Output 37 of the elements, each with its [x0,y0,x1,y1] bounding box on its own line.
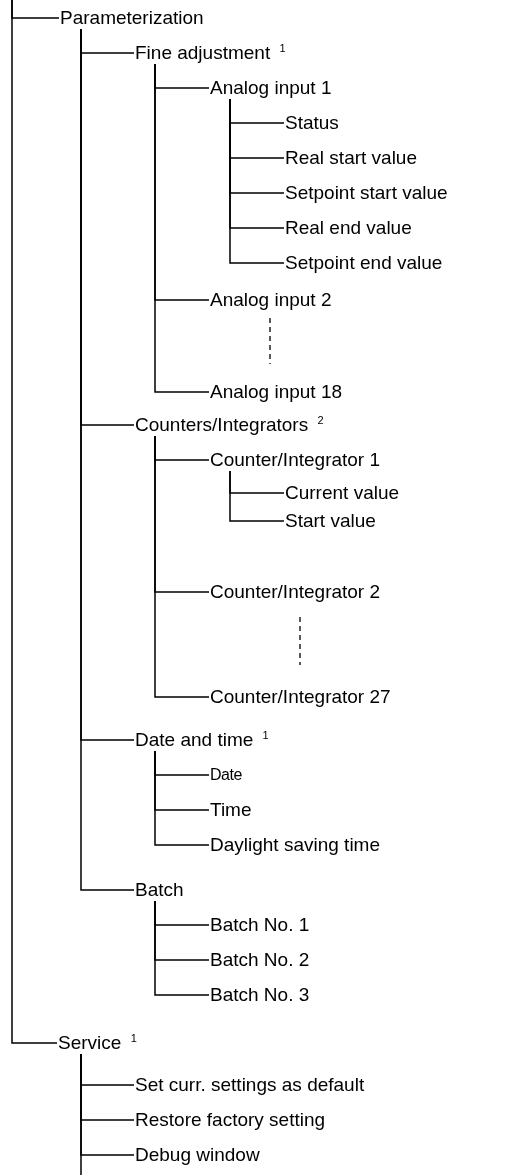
menu-item: Analog input 18 [210,381,343,403]
tree-connector [154,900,210,996]
menu-item: Restore factory setting [135,1109,326,1131]
tree-connector [11,0,58,1044]
menu-item: Start value [285,510,376,532]
tree-connector [154,750,210,846]
menu-item: Counters/Integrators $^{2}$ [135,414,324,436]
menu-item: Debug window [135,1144,260,1166]
tree-connector [154,435,210,698]
menu-item: Date and time $^{1}$ [135,729,269,751]
tree-connector [229,98,285,264]
menu-item: Time [210,799,252,821]
menu-item: Counter/Integrator 27 [210,686,391,708]
menu-item: Batch No. 2 [210,949,310,971]
menu-item: Real end value [285,217,412,239]
menu-item: Analog input 2 [210,289,332,311]
menu-item: Counter/Integrator 2 [210,581,381,603]
menu-item: Counter/Integrator 1 [210,449,381,471]
menu-item: Fine adjustment $^{1}$ [135,42,286,64]
menu-item: Service $^{1}$ [58,1032,137,1054]
tree-connector [154,63,210,393]
menu-item: Set curr. settings as default [135,1074,365,1096]
menu-item: Batch No. 3 [210,984,310,1006]
menu-item: Status [285,112,339,134]
tree-connector [80,28,135,891]
tree-connector [80,1053,82,1175]
menu-item: Real start value [285,147,417,169]
menu-item: Setpoint end value [285,252,443,274]
menu-item: Current value [285,482,400,504]
menu-item: Date [210,764,242,786]
menu-item: Batch [135,879,184,901]
menu-item: Batch No. 1 [210,914,310,936]
menu-item: Analog input 1 [210,77,332,99]
menu-item: Parameterization [60,7,204,29]
menu-item: Daylight saving time [210,834,381,856]
tree-connector [229,470,285,522]
menu-item: Setpoint start value [285,182,448,204]
